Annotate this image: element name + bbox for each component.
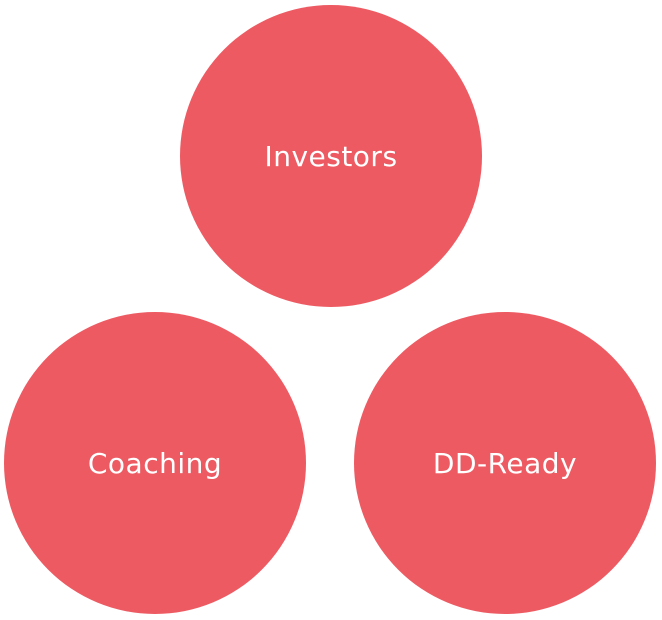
circle-label-investors: Investors	[264, 139, 398, 173]
circle-dd-ready: DD-Ready	[354, 312, 656, 614]
circle-coaching: Coaching	[4, 312, 306, 614]
circle-investors: Investors	[180, 5, 482, 307]
circle-label-coaching: Coaching	[87, 446, 223, 480]
circle-label-dd-ready: DD-Ready	[432, 446, 578, 480]
